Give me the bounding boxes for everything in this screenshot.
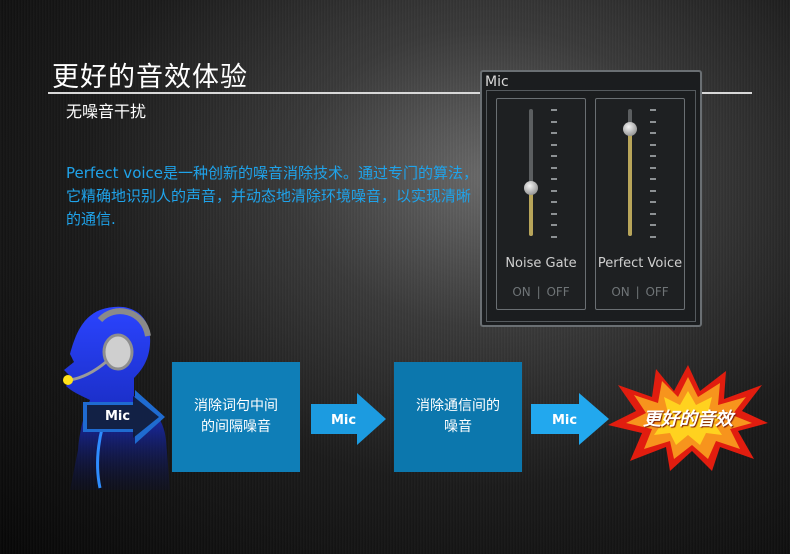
mic-arrow-label-3: Mic bbox=[552, 412, 578, 428]
channel-noise-gate: Noise Gate ON | OFF bbox=[496, 98, 586, 310]
slider-tick bbox=[551, 213, 557, 215]
slider-tick bbox=[650, 109, 656, 111]
slider-tick bbox=[650, 236, 656, 238]
slider-tick bbox=[551, 201, 557, 203]
starburst-icon bbox=[608, 365, 768, 471]
slider-tick bbox=[551, 224, 557, 226]
slider-tick bbox=[650, 201, 656, 203]
slider-tick bbox=[551, 109, 557, 111]
description-text: Perfect voice是一种创新的噪音消除技术。通过专门的算法，它精确地识别… bbox=[66, 164, 479, 228]
slider-tick bbox=[650, 224, 656, 226]
slider-tick bbox=[551, 178, 557, 180]
slider-tick bbox=[650, 213, 656, 215]
slider-tick bbox=[551, 236, 557, 238]
noise-gate-on[interactable]: ON bbox=[512, 285, 531, 299]
channel-perfect-voice: Perfect Voice ON | OFF bbox=[595, 98, 685, 310]
slider-tick bbox=[650, 190, 656, 192]
noise-gate-slider-fill bbox=[529, 188, 533, 236]
perfect-voice-slider-track[interactable] bbox=[623, 109, 637, 236]
noise-gate-slider-knob[interactable] bbox=[524, 181, 538, 195]
perfect-voice-label: Perfect Voice bbox=[597, 256, 683, 271]
slider-tick bbox=[551, 121, 557, 123]
slider-tick bbox=[650, 178, 656, 180]
toggle-separator: | bbox=[536, 285, 541, 299]
noise-gate-off[interactable]: OFF bbox=[546, 285, 570, 299]
slider-tick bbox=[551, 167, 557, 169]
slider-tick bbox=[551, 144, 557, 146]
title-divider bbox=[48, 92, 752, 94]
perfect-voice-slider-knob[interactable] bbox=[623, 122, 637, 136]
slider-tick bbox=[650, 144, 656, 146]
mic-panel-label: Mic bbox=[485, 74, 509, 90]
mic-arrow-label-1: Mic bbox=[105, 408, 131, 424]
page-subtitle: 无噪音干扰 bbox=[66, 102, 147, 121]
noise-gate-label: Noise Gate bbox=[505, 256, 577, 271]
perfect-voice-on[interactable]: ON bbox=[611, 285, 630, 299]
perfect-voice-toggle[interactable]: ON | OFF bbox=[596, 285, 684, 299]
slider-tick bbox=[551, 190, 557, 192]
flow-box-remove-gap-noise: 消除词句中间的间隔噪音 bbox=[172, 362, 300, 472]
noise-gate-slider-track[interactable] bbox=[524, 109, 538, 236]
slider-tick bbox=[551, 155, 557, 157]
perfect-voice-slider-ticks bbox=[650, 109, 656, 239]
perfect-voice-off[interactable]: OFF bbox=[645, 285, 669, 299]
slider-tick bbox=[650, 121, 656, 123]
arrow-icon bbox=[83, 390, 165, 444]
arrow-icon bbox=[311, 393, 386, 445]
slider-tick bbox=[551, 132, 557, 134]
slider-tick bbox=[650, 132, 656, 134]
arrow-icon bbox=[531, 393, 609, 445]
result-text: 更好的音效 bbox=[643, 409, 733, 430]
perfect-voice-slider-fill bbox=[628, 129, 632, 236]
mic-arrow-label-2: Mic bbox=[331, 412, 357, 428]
mic-panel-inner-frame bbox=[486, 90, 696, 322]
slider-tick bbox=[650, 167, 656, 169]
flow-box-remove-communication-noise: 消除通信间的噪音 bbox=[394, 362, 522, 472]
noise-gate-slider-ticks bbox=[551, 109, 557, 239]
noise-gate-toggle[interactable]: ON | OFF bbox=[497, 285, 585, 299]
toggle-separator: | bbox=[635, 285, 640, 299]
slider-tick bbox=[650, 155, 656, 157]
page-title: 更好的音效体验 bbox=[52, 62, 248, 93]
